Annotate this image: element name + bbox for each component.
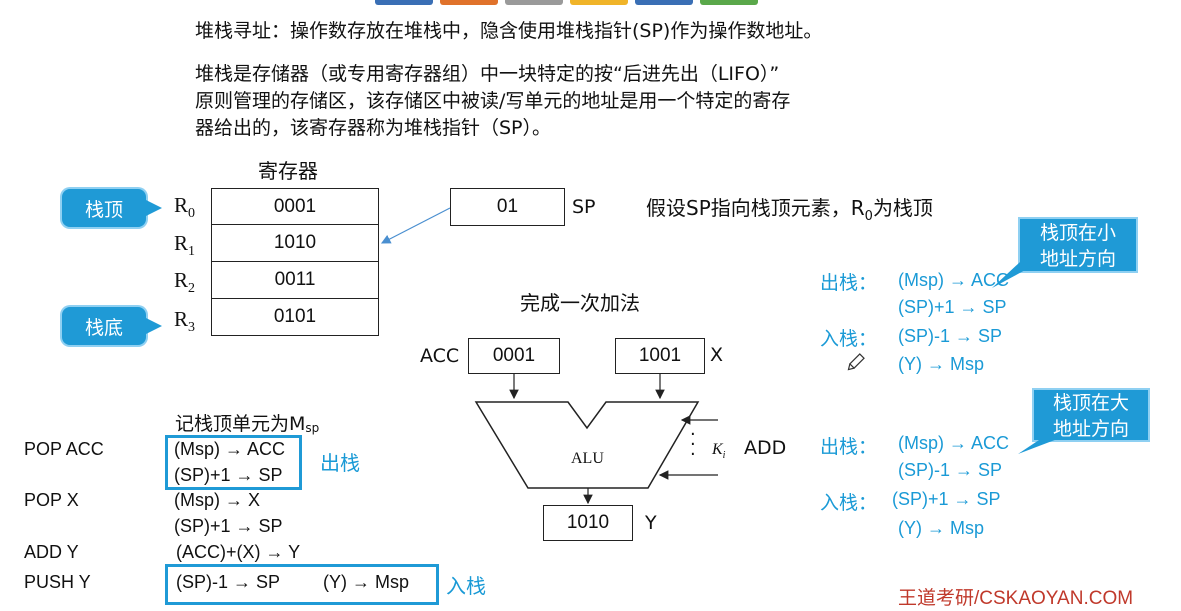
top-tab-5 (635, 0, 693, 5)
micro-push-y-2: (Y) → Msp (323, 572, 410, 592)
large-note-pointer (1018, 438, 1060, 454)
y-register: 1010 (543, 505, 633, 541)
intro-definition: 堆栈寻址：操作数存放在堆栈中，隐含使用堆栈指针(SP)作为操作数地址。 (195, 20, 823, 42)
micro-pop-x-1: (Msp) → X (174, 490, 261, 510)
acc-register: 0001 (468, 338, 560, 374)
y-label: Y (645, 512, 657, 534)
large-pop-1: (Msp) → ACC (898, 433, 1010, 453)
add-signal-label: ADD (744, 437, 787, 459)
stack-top-callout: 栈顶 (62, 189, 162, 227)
sp-assumption: 假设SP指向栈顶元素，R0为栈顶 (646, 196, 933, 224)
pop-highlight-box (165, 435, 302, 490)
instr-pop-acc: POP ACC (24, 439, 104, 459)
watermark: 王道考研/CSKAOYAN.COM (898, 588, 1134, 609)
top-tab-3 (505, 0, 563, 5)
small-note-pointer (992, 262, 1040, 288)
large-address-note: 栈顶在大 地址方向 (1032, 388, 1150, 442)
small-pop-2: (SP)+1 → SP (898, 297, 1007, 317)
small-address-note-line-2: 地址方向 (1039, 248, 1116, 270)
large-pop-2: (SP)-1 → SP (898, 460, 1003, 480)
push-tag: 入栈 (446, 574, 486, 598)
micro-pop-acc-2: (SP)+1 → SP (174, 465, 283, 485)
intro-para-line-3: 器给出的，该寄存器称为堆栈指针（SP）。 (195, 117, 552, 139)
x-label: X (710, 344, 724, 366)
x-register: 1001 (615, 338, 705, 374)
small-push-1: (SP)-1 → SP (898, 326, 1003, 346)
small-pop-label: 出栈： (820, 272, 878, 294)
register-r3-value: 0101 (211, 299, 379, 336)
large-push-label: 入栈： (820, 492, 878, 514)
instr-add-y: ADD Y (24, 542, 79, 562)
small-pop-1: (Msp) → ACC (898, 270, 1010, 290)
top-tab-2 (440, 0, 498, 5)
register-r2-label: R2 (174, 268, 196, 297)
large-push-1: (SP)+1 → SP (892, 489, 1001, 509)
pop-tag: 出栈 (320, 451, 360, 475)
register-r0-label: R0 (174, 193, 196, 222)
register-r0-value: 0001 (211, 188, 379, 225)
sp-label: SP (572, 196, 596, 218)
register-r3-label: R3 (174, 307, 196, 336)
micro-pop-x-2: (SP)+1 → SP (174, 516, 283, 536)
instr-pop-x: POP X (24, 490, 79, 510)
register-title: 寄存器 (258, 159, 318, 183)
top-tab-6 (700, 0, 758, 5)
register-r1-label: R1 (174, 231, 196, 260)
small-address-note-line-1: 栈顶在小 (1039, 222, 1116, 244)
micro-push-y-1: (SP)-1 → SP (176, 572, 281, 592)
small-address-note: 栈顶在小 地址方向 (1018, 217, 1138, 273)
large-address-note-line-1: 栈顶在大 (1052, 392, 1129, 414)
stack-bottom-callout: 栈底 (62, 307, 162, 345)
sp-pointer-arrow (380, 207, 451, 244)
push-highlight-box (165, 564, 439, 605)
acc-label: ACC (420, 345, 460, 367)
small-push-2: (Y) → Msp (898, 354, 985, 374)
top-tab-4 (570, 0, 628, 5)
intro-para-line-2: 原则管理的存储区，该存储区中被读/写单元的地址是用一个特定的寄存 (195, 90, 791, 112)
large-address-note-line-2: 地址方向 (1052, 418, 1129, 440)
program-header: 记栈顶单元为Msp (175, 413, 320, 435)
instr-push-y: PUSH Y (24, 572, 91, 592)
large-push-2: (Y) → Msp (898, 518, 985, 538)
register-r1-value: 1010 (211, 225, 379, 262)
small-push-label: 入栈： (820, 328, 878, 350)
register-r2-value: 0011 (211, 262, 379, 299)
sp-register-value: 01 (450, 188, 565, 226)
micro-pop-acc-1: (Msp) → ACC (174, 439, 286, 459)
alu-shape (474, 401, 700, 489)
top-tab-1 (375, 0, 433, 5)
ki-dots: ··· (690, 424, 696, 465)
alu-label: ALU (571, 450, 604, 467)
pencil-icon (847, 353, 865, 371)
ki-label: Ki (712, 441, 726, 462)
micro-add-y: (ACC)+(X) → Y (176, 542, 301, 562)
intro-para-line-1: 堆栈是存储器（或专用寄存器组）中一块特定的按“后进先出（LIFO）” (195, 63, 780, 85)
alu-section-title: 完成一次加法 (520, 291, 640, 315)
large-pop-label: 出栈： (820, 436, 878, 458)
